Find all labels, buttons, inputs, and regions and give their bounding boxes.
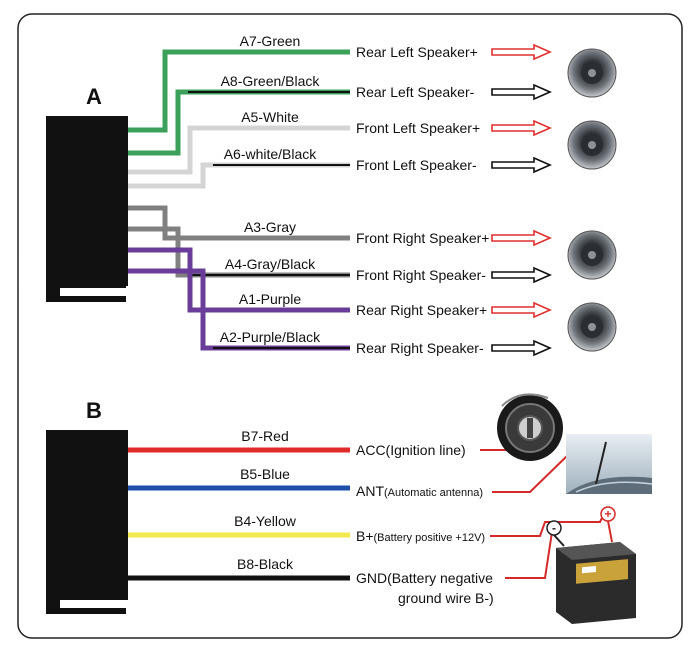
bplus-function-label: B+(Battery positive +12V)	[356, 528, 485, 544]
speaker-icon	[567, 120, 617, 170]
frame-border	[17, 13, 683, 639]
speaker-function-label: Rear Right Speaker-	[356, 340, 484, 356]
battery-icon: - +	[546, 506, 636, 624]
speaker-function-label: Front Left Speaker-	[356, 157, 477, 173]
wire-a5-white	[128, 125, 350, 175]
positive-arrow-icon	[491, 43, 552, 61]
connector-b	[46, 430, 128, 614]
wire-label: A4-Gray/Black	[225, 256, 316, 272]
positive-arrow-icon	[491, 301, 552, 319]
section-a-wires	[128, 49, 350, 351]
wire-a8-green-black	[128, 89, 350, 156]
speaker-function-label: Rear Left Speaker-	[356, 84, 475, 100]
battery-minus-sign: -	[552, 521, 556, 535]
speaker-function-label: Front Right Speaker+	[356, 230, 489, 246]
section-a-letter: A	[86, 84, 102, 109]
section-b-letter: B	[86, 398, 102, 423]
gnd-function-label-line2: ground wire B-)	[398, 590, 494, 606]
wire-label: A5-White	[241, 109, 299, 125]
section-a-arrows	[491, 43, 552, 357]
wire-a3-gray	[128, 205, 350, 241]
speaker-function-label: Rear Right Speaker+	[356, 302, 487, 318]
speaker-icon	[567, 48, 617, 98]
wire-label: B5-Blue	[240, 466, 290, 482]
wire-label: A1-Purple	[239, 291, 301, 307]
negative-arrow-icon	[491, 156, 552, 174]
wire-a6-white-black	[128, 162, 350, 189]
wire-label: B8-Black	[237, 556, 294, 572]
negative-arrow-icon	[491, 339, 552, 357]
battery-plus-sign: +	[604, 507, 611, 521]
connector-a	[46, 116, 128, 302]
wire-label: A7-Green	[240, 33, 301, 49]
ignition-key-icon	[497, 393, 563, 461]
positive-arrow-icon	[491, 229, 552, 247]
ant-function-label: ANT(Automatic antenna)	[356, 483, 483, 499]
section-b-wires	[128, 447, 350, 581]
speaker-function-label: Rear Left Speaker+	[356, 44, 478, 60]
wire-label: B4-Yellow	[234, 513, 297, 529]
antenna-icon	[566, 434, 653, 494]
wire-label: A8-Green/Black	[221, 73, 321, 89]
wire-label: A6-white/Black	[224, 146, 318, 162]
wire-a7-green	[128, 49, 350, 133]
positive-arrow-icon	[491, 119, 552, 137]
wire-label: A3-Gray	[244, 219, 296, 235]
acc-function-label: ACC(Ignition line)	[356, 442, 466, 458]
wire-a1-purple	[128, 247, 350, 313]
gnd-function-label: GND(Battery negative	[356, 570, 493, 586]
speaker-icon	[567, 302, 617, 352]
wire-label: B7-Red	[241, 428, 288, 444]
negative-arrow-icon	[491, 266, 552, 284]
negative-arrow-icon	[491, 83, 552, 101]
speaker-function-label: Front Right Speaker-	[356, 267, 486, 283]
wire-label: A2-Purple/Black	[220, 329, 321, 345]
speaker-function-label: Front Left Speaker+	[356, 120, 480, 136]
speaker-icon	[567, 230, 617, 280]
